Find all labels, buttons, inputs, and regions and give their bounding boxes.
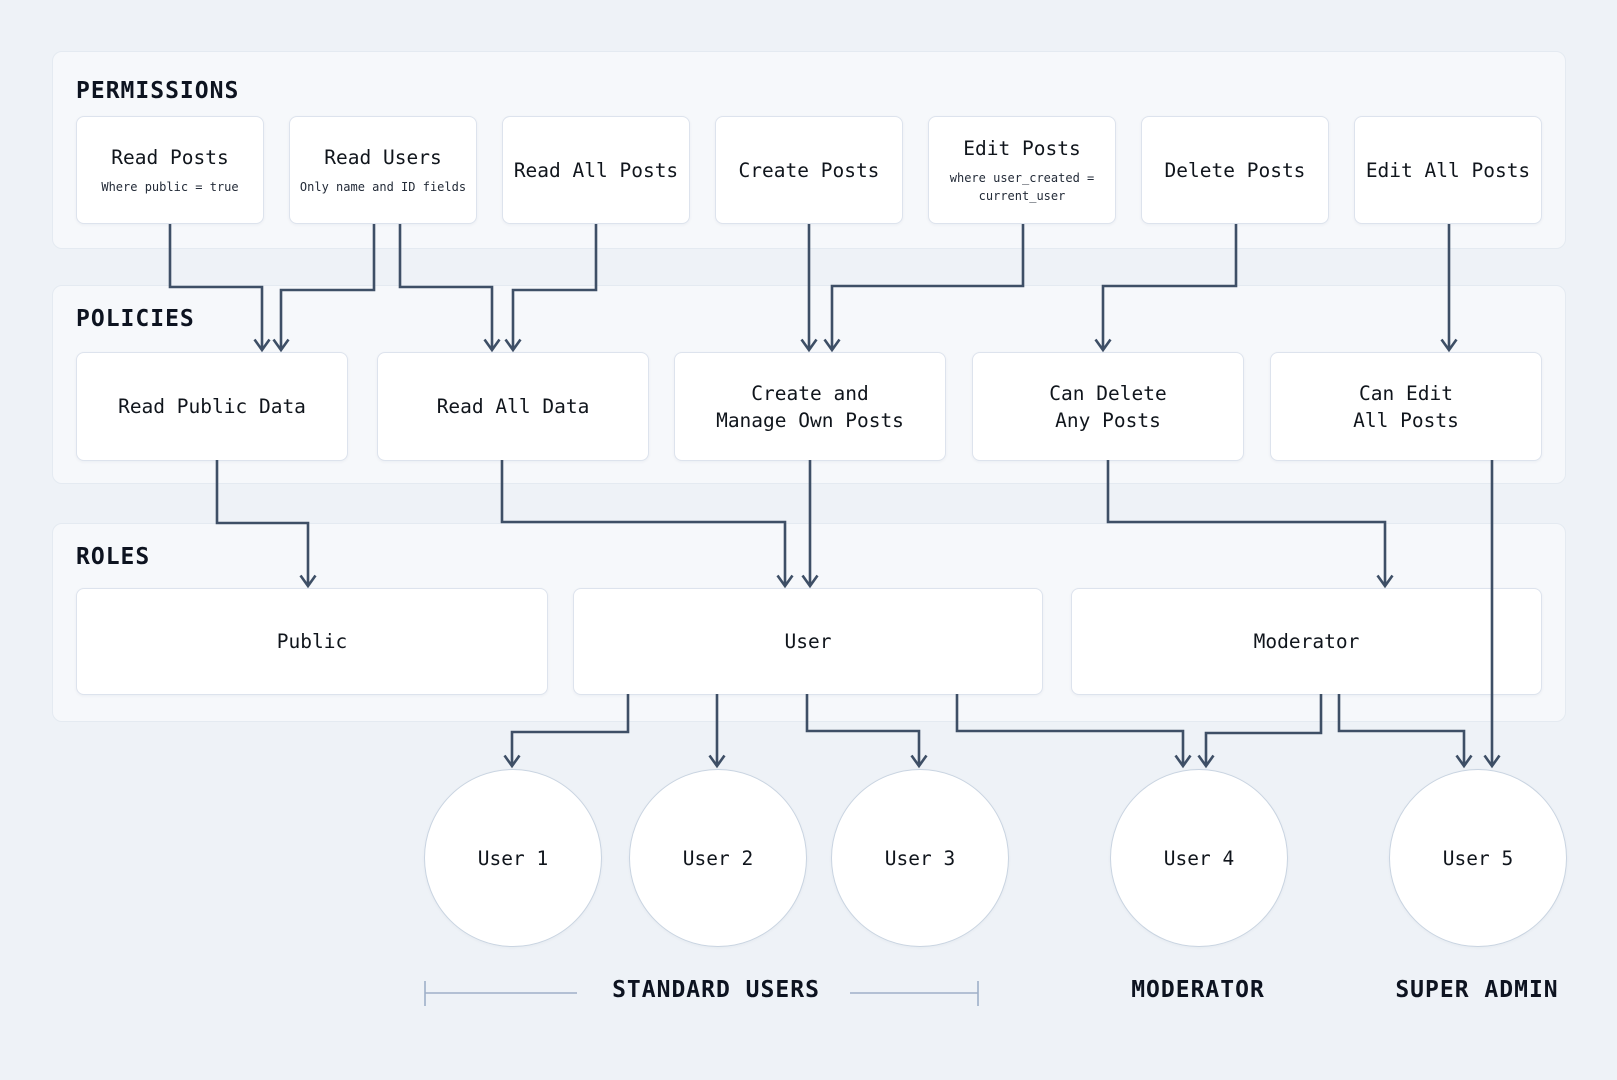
permission-node-delete-posts: Delete Posts — [1141, 116, 1329, 224]
node-subtitle: Where public = true — [101, 180, 239, 194]
user-label: User 3 — [884, 846, 956, 870]
section-title-policies: POLICIES — [76, 306, 195, 332]
node-title: Read Posts — [111, 146, 229, 169]
role-node-user: User — [573, 588, 1043, 695]
node-title: Read Users — [324, 146, 442, 169]
permission-node-read-all-posts: Read All Posts — [502, 116, 690, 224]
node-subtitle: Only name and ID fields — [299, 180, 467, 194]
standard-users-bracket-right — [850, 981, 979, 1006]
node-title: Edit All Posts — [1365, 158, 1531, 182]
section-title-permissions: PERMISSIONS — [76, 78, 240, 104]
node-title: Public — [276, 630, 348, 653]
policy-node-create-manage-own-posts: Create and Manage Own Posts — [674, 352, 946, 461]
permission-node-edit-posts: Edit Posts where user_created = current_… — [928, 116, 1116, 224]
standard-users-bracket-left — [424, 981, 577, 1006]
user-node-5: User 5 — [1389, 769, 1567, 947]
node-title: Moderator — [1253, 630, 1360, 653]
user-node-3: User 3 — [831, 769, 1009, 947]
role-node-public: Public — [76, 588, 548, 695]
node-title: Read Public Data — [118, 395, 306, 418]
user-label: User 1 — [477, 846, 549, 870]
node-title: Can Delete Any Posts — [1049, 381, 1167, 432]
node-title: Create Posts — [738, 158, 880, 182]
user-label: User 4 — [1163, 846, 1235, 870]
policy-node-read-all-data: Read All Data — [377, 352, 649, 461]
role-node-moderator: Moderator — [1071, 588, 1542, 695]
policy-node-read-public-data: Read Public Data — [76, 352, 348, 461]
node-title: Read All Data — [436, 395, 590, 418]
section-title-roles: ROLES — [76, 544, 151, 570]
policy-node-can-delete-any-posts: Can Delete Any Posts — [972, 352, 1244, 461]
group-label-moderator: MODERATOR — [1131, 977, 1265, 1003]
node-title: Create and Manage Own Posts — [716, 381, 904, 432]
policy-node-can-edit-all-posts: Can Edit All Posts — [1270, 352, 1542, 461]
user-node-2: User 2 — [629, 769, 807, 947]
permission-node-edit-all-posts: Edit All Posts — [1354, 116, 1542, 224]
permission-node-read-posts: Read Posts Where public = true — [76, 116, 264, 224]
permission-node-read-users: Read Users Only name and ID fields — [289, 116, 477, 224]
user-node-4: User 4 — [1110, 769, 1288, 947]
user-label: User 2 — [682, 846, 754, 870]
node-title: Read All Posts — [513, 158, 679, 182]
node-subtitle: where user_created = current_user — [949, 171, 1095, 203]
node-title: Can Edit All Posts — [1353, 381, 1459, 432]
node-title: Delete Posts — [1164, 158, 1306, 182]
node-title: User — [784, 630, 832, 653]
user-node-1: User 1 — [424, 769, 602, 947]
node-title: Edit Posts — [963, 137, 1081, 160]
user-label: User 5 — [1442, 846, 1514, 870]
group-label-standard-users: STANDARD USERS — [612, 977, 820, 1003]
permission-node-create-posts: Create Posts — [715, 116, 903, 224]
group-label-super-admin: SUPER ADMIN — [1395, 977, 1559, 1003]
